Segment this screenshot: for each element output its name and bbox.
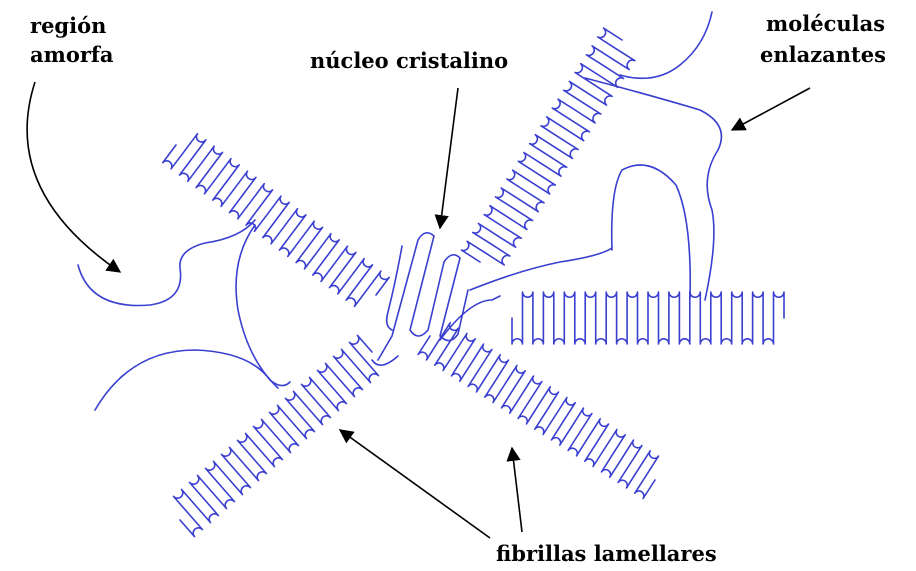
arrow-tie-molecules [732, 88, 810, 130]
label-amorphous-line1: región [30, 13, 106, 38]
arrow-fibrils-right [512, 448, 522, 532]
amorphous-chain-center-vertical [236, 225, 278, 388]
amorphous-chain-lower-left [95, 350, 290, 410]
lamella-upper-left [163, 134, 389, 307]
lamella-lower-right [418, 323, 658, 499]
arrow-amorphous [27, 82, 120, 272]
label-lamellar-fibrils: fibrillas lamellares [496, 541, 717, 566]
crystal-nucleus-chain-2 [387, 246, 402, 330]
amorphous-chain-left [78, 220, 255, 306]
label-amorphous-line2: amorfa [30, 42, 114, 67]
lamella-right-horizontal [512, 292, 784, 344]
tie-molecule-top-right [620, 12, 712, 78]
label-crystal-nucleus: núcleo cristalino [310, 48, 508, 73]
arrow-fibrils-left [340, 430, 490, 538]
arrow-crystal-nucleus [440, 88, 458, 228]
label-tie-molecules-line1: moléculas [766, 11, 885, 36]
tie-molecule-center-link-2 [372, 356, 398, 365]
tie-molecule-center-right [470, 248, 612, 290]
label-tie-molecules-line2: enlazantes [760, 42, 886, 67]
tie-molecule-right [585, 78, 721, 300]
tie-molecule-right-inner [612, 165, 691, 298]
